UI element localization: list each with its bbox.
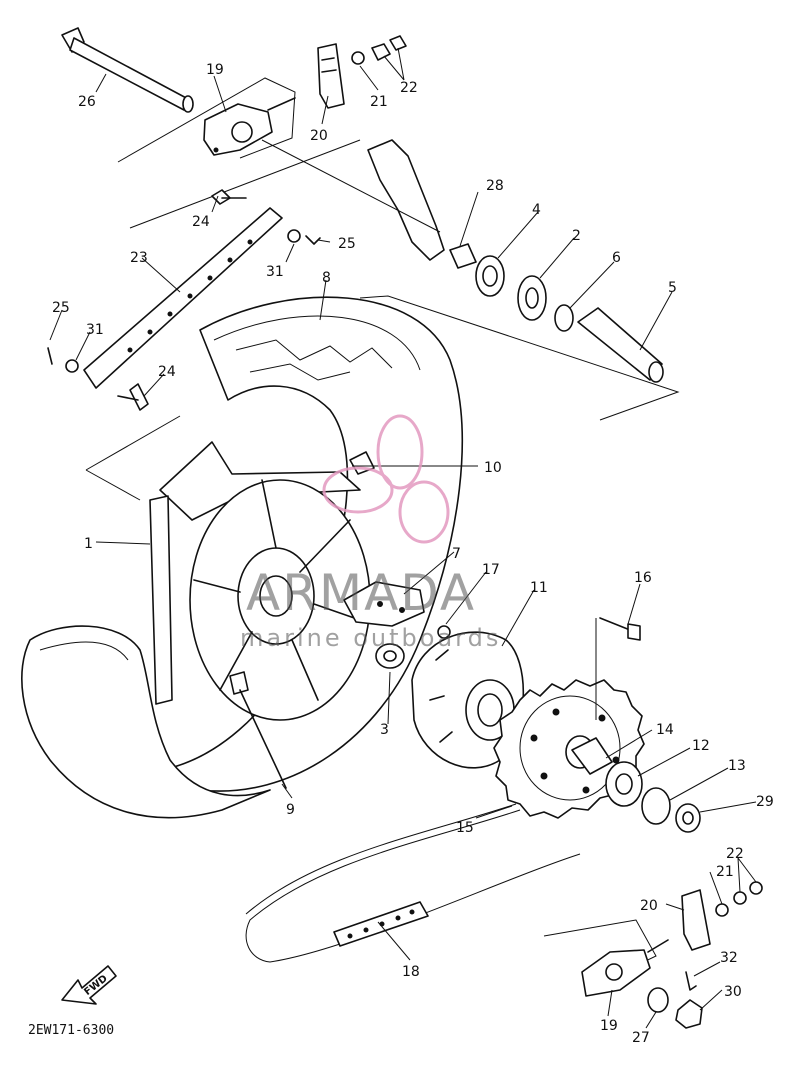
- callout-10: 10: [484, 460, 502, 476]
- callout-4: 4: [532, 202, 541, 218]
- callout-20: 20: [310, 128, 328, 144]
- callout-21: 21: [370, 94, 388, 110]
- valve-stem-9: [229, 671, 287, 789]
- callout-21-bottom: 21: [716, 864, 734, 880]
- callout-30: 30: [724, 984, 742, 1000]
- callout-26: 26: [78, 94, 96, 110]
- callout-15: 15: [456, 820, 474, 836]
- fwd-arrow-icon: FWD: [61, 965, 117, 1005]
- callout-7: 7: [452, 546, 461, 562]
- callout-25: 25: [338, 236, 356, 252]
- callout-14: 14: [656, 722, 674, 738]
- damper-7-bearing-3: [343, 581, 451, 669]
- adjuster-plate-19-top: [117, 77, 296, 163]
- diagram-code: 2EW171-6300: [28, 1023, 114, 1038]
- callout-1: 1: [84, 536, 93, 552]
- callout-31: 31: [266, 264, 284, 280]
- caliper-bracket-20-bottom: [681, 881, 763, 951]
- drive-chain-18: [245, 803, 581, 963]
- callout-20-bottom: 20: [640, 898, 658, 914]
- swingarm-section: [129, 139, 445, 261]
- callout-24-left: 24: [158, 364, 176, 380]
- watermark-brand: ARMADA: [246, 564, 476, 622]
- callout-12: 12: [692, 738, 710, 754]
- callout-16: 16: [634, 570, 652, 586]
- adjuster-plate-19-bottom: [543, 919, 703, 1029]
- leader-lines: [49, 47, 757, 1029]
- callout-labels: 26 19 20 21 22 28 4 2 6 5 24 25 23 31 25…: [52, 62, 774, 1046]
- leader-box-wheel: [85, 415, 181, 501]
- callout-22: 22: [400, 80, 418, 96]
- callout-18: 18: [402, 964, 420, 980]
- callout-19-bottom: 19: [600, 1018, 618, 1034]
- callout-29: 29: [756, 794, 774, 810]
- hub-bearings-12-14: [571, 737, 701, 833]
- callout-17: 17: [482, 562, 500, 578]
- watermark-tagline: marine outboards: [240, 624, 501, 652]
- bolt-16: [595, 617, 641, 720]
- caliper-bracket-20-top: [317, 35, 407, 109]
- callout-28: 28: [486, 178, 504, 194]
- sprocket-hub-11: [411, 631, 525, 769]
- callout-32: 32: [720, 950, 738, 966]
- callout-25-left: 25: [52, 300, 70, 316]
- callout-13: 13: [728, 758, 746, 774]
- callout-24: 24: [192, 214, 210, 230]
- callout-22-bottom: 22: [726, 846, 744, 862]
- watermark-logo-icon: [322, 414, 450, 544]
- callout-11: 11: [530, 580, 548, 596]
- callout-8: 8: [322, 270, 331, 286]
- callout-19: 19: [206, 62, 224, 78]
- wheel-rim-1: [149, 441, 375, 721]
- callout-9: 9: [286, 802, 295, 818]
- callout-27: 27: [632, 1030, 650, 1046]
- callout-3: 3: [380, 722, 389, 738]
- adjuster-bar-23: [47, 189, 321, 411]
- bearing-stack: [359, 243, 680, 421]
- callout-31-left: 31: [86, 322, 104, 338]
- callout-6: 6: [612, 250, 621, 266]
- callout-2: 2: [572, 228, 581, 244]
- watermark: ARMADA marine outboards: [240, 414, 501, 652]
- callout-23: 23: [130, 250, 148, 266]
- axle-part-26: [61, 27, 194, 113]
- callout-5: 5: [668, 280, 677, 296]
